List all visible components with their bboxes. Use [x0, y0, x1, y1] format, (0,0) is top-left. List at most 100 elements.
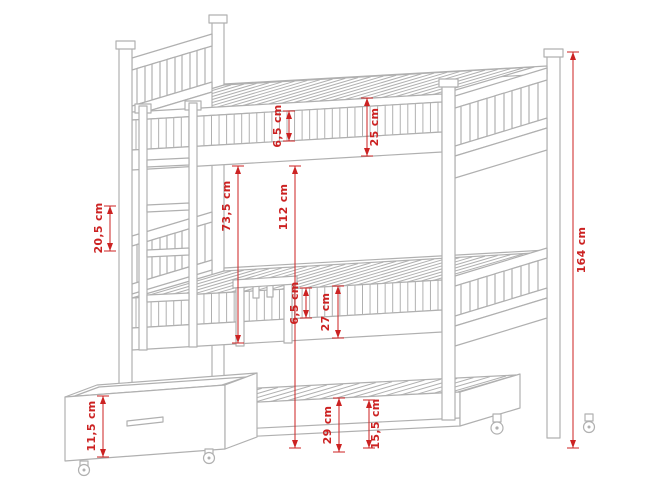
dimension-bunk-gap-height: 73,5 cm	[220, 165, 244, 344]
slat-line	[352, 380, 409, 398]
ladder-rung	[146, 292, 190, 303]
slat-line	[331, 73, 422, 101]
ladder-stile-right	[188, 102, 198, 348]
slat-line	[331, 259, 422, 287]
slat-line	[369, 71, 460, 99]
slat-line	[293, 75, 384, 104]
caster-hub	[207, 456, 211, 460]
dimension-drawer-height: 11,5 cm	[85, 395, 109, 458]
footboard-slat	[494, 92, 505, 135]
slat-line	[293, 261, 384, 290]
slat-line	[140, 270, 232, 298]
slat-line	[449, 375, 507, 393]
caster-hub	[495, 426, 499, 430]
headboard-slat	[196, 47, 206, 88]
dimension-trundle-height: 15,5 cm	[363, 398, 382, 450]
headboard-slat	[196, 223, 206, 266]
dimension-label: 73,5 cm	[220, 180, 233, 231]
footboard-slat	[460, 280, 471, 315]
guardrail-post-left	[235, 281, 245, 347]
dimension-label: 15,5 cm	[369, 398, 382, 449]
post-front-left	[118, 47, 133, 396]
post-back-right	[546, 55, 561, 439]
slat-line	[254, 385, 311, 403]
caster-stem	[584, 413, 594, 422]
dimension-label: 164 cm	[575, 227, 588, 274]
dimension-label: 11,5 cm	[85, 400, 98, 451]
post-cap-front-right	[438, 78, 459, 88]
slat-line	[343, 72, 435, 101]
slat-line	[242, 78, 333, 107]
ladder-rung	[146, 202, 190, 213]
slat-line	[153, 269, 244, 298]
caster-stem	[492, 413, 502, 423]
post-front-right	[441, 85, 456, 421]
caster-hub	[587, 425, 591, 429]
bed-drawing	[64, 14, 596, 477]
post-cap-back-right	[543, 48, 564, 58]
footboard-slat	[494, 270, 505, 305]
slat-line	[420, 68, 511, 96]
slat-line	[382, 70, 473, 98]
slat-line	[217, 80, 308, 108]
headboard-slat	[151, 237, 161, 279]
slat-line	[270, 384, 327, 402]
slat-line	[229, 79, 321, 107]
slat-line	[267, 77, 359, 105]
dimension-top-mattress-depth: 6,5 cm	[271, 104, 295, 148]
post-cap-front-left	[115, 40, 136, 50]
slat-line	[318, 260, 409, 288]
slat-line	[356, 257, 447, 286]
dimension-bottom-mattress-depth: 6,5 cm	[288, 281, 312, 325]
slat-line	[384, 378, 441, 397]
drawer-handle	[126, 416, 164, 427]
slat-line	[318, 74, 409, 102]
slat-line	[305, 260, 397, 289]
headboard-slat	[151, 60, 161, 101]
slat-line	[335, 381, 393, 399]
footboard-slat	[511, 265, 522, 300]
ladder-stile-left	[138, 105, 148, 351]
slat-line	[356, 71, 447, 100]
drawer-side-panel	[224, 372, 258, 450]
slat-line	[394, 255, 486, 284]
dimension-label: 20,5 cm	[92, 202, 105, 253]
slat-line	[319, 382, 376, 400]
slat-line	[343, 258, 435, 287]
dimension-label: 25 cm	[368, 108, 381, 147]
slat-line	[267, 263, 359, 291]
post-cap-back-left	[208, 14, 228, 24]
headboard-slat	[136, 65, 146, 106]
ladder-rung	[146, 247, 190, 258]
headboard-slat	[166, 56, 176, 97]
footboard-slat	[477, 97, 488, 140]
caster-hub	[82, 468, 86, 472]
headboard-slat	[181, 51, 191, 92]
footboard-slat	[477, 275, 488, 310]
slat-line	[420, 254, 511, 282]
slat-line	[303, 382, 360, 401]
dimension-label: 112 cm	[277, 184, 290, 231]
footboard-slat	[460, 102, 471, 145]
dimension-floor-to-top-bunk: 112 cm	[277, 165, 301, 449]
dimension-top-bunk-side-height: 25 cm	[361, 97, 381, 157]
slat-line	[204, 80, 295, 109]
dimension-ladder-rung-spacing: 20,5 cm	[92, 202, 116, 254]
slat-line	[255, 77, 346, 106]
slat-line	[368, 379, 425, 397]
slat-line	[166, 269, 257, 297]
dimension-label: 6,5 cm	[288, 281, 301, 324]
slat-line	[280, 76, 371, 104]
footboard-slat	[528, 82, 539, 125]
dimension-annotations: 6,5 cm 25 cm 20,5 cm 73,5 cm 112 cm 164 …	[85, 51, 588, 458]
slat-line	[305, 74, 397, 103]
dimension-label: 29 cm	[321, 406, 334, 445]
dimension-overall-height: 164 cm	[567, 51, 588, 449]
footboard-slat	[528, 260, 539, 295]
dimension-bottom-bunk-side-height: 27 cm	[319, 285, 344, 339]
footboard-slat	[511, 87, 522, 130]
dimension-under-bed-clearance: 29 cm	[321, 397, 345, 453]
dimension-label: 6,5 cm	[271, 104, 284, 147]
